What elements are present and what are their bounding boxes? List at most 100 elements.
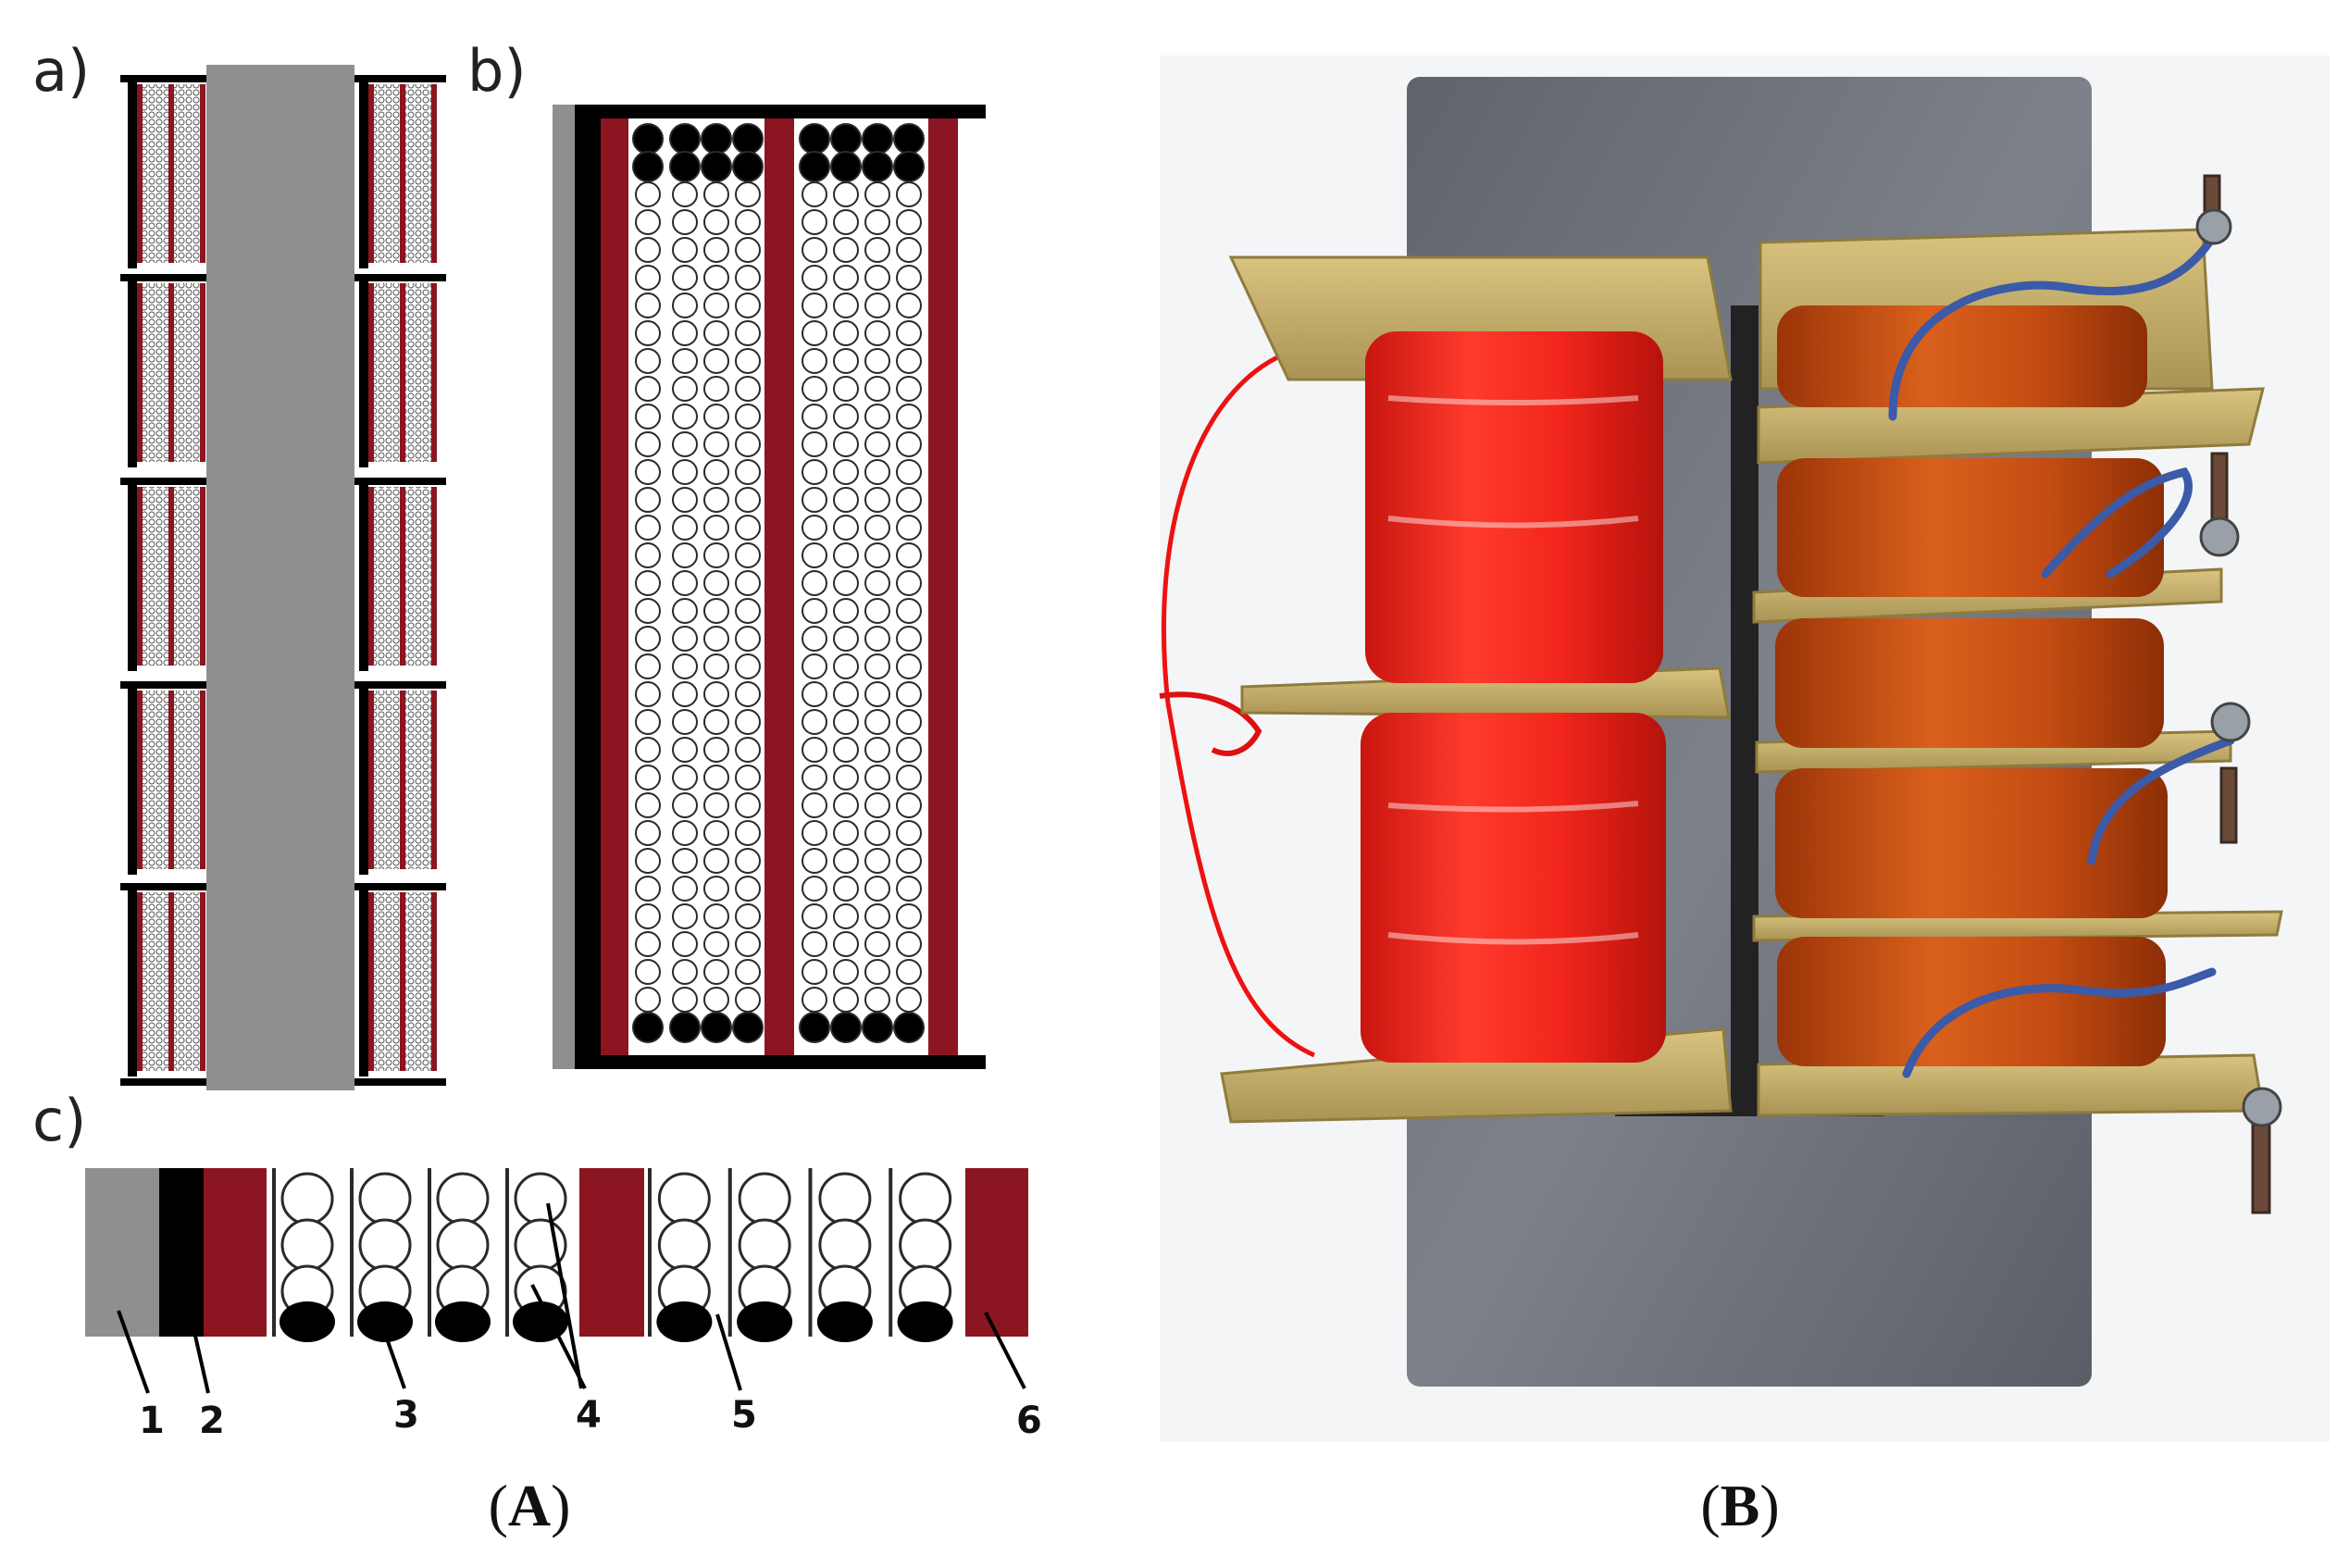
a-winding-layer <box>405 691 431 869</box>
b-conductor <box>635 848 661 874</box>
c-conductor <box>358 1218 412 1272</box>
b-conductor <box>703 431 729 457</box>
b-conductor <box>632 1012 664 1043</box>
c-separator <box>272 1168 276 1337</box>
c-solid-conductor <box>435 1301 491 1342</box>
b-conductor <box>703 598 729 624</box>
a-insulation-strip <box>168 487 174 666</box>
a-insulation-strip <box>200 691 205 869</box>
b-conductor <box>802 320 827 346</box>
c-separator <box>648 1168 652 1337</box>
a-section-flange <box>352 75 446 82</box>
b-conductor <box>864 542 890 568</box>
b-conductor <box>896 681 922 707</box>
a-insulation-strip <box>431 892 437 1071</box>
a-section-flange <box>352 274 446 281</box>
b-conductor <box>735 903 761 929</box>
b-conductor <box>833 959 859 985</box>
red-coil-upper <box>1365 331 1663 683</box>
b-conductor <box>635 431 661 457</box>
b-conductor <box>802 265 827 291</box>
b-conductor <box>896 348 922 374</box>
b-conductor <box>672 959 698 985</box>
blue-lead-2 <box>2041 467 2193 579</box>
b-conductor <box>635 876 661 902</box>
a-winding-layer <box>174 892 200 1071</box>
b-conductor <box>735 765 761 790</box>
b-conductor <box>896 903 922 929</box>
b-conductor <box>802 820 827 846</box>
b-conductor <box>864 320 890 346</box>
b-conductor <box>864 848 890 874</box>
a-winding-layer <box>374 691 400 869</box>
terminal-nut-1 <box>2195 208 2232 245</box>
b-conductor <box>672 709 698 735</box>
b-conductor <box>896 404 922 429</box>
b-conductor <box>799 1012 830 1043</box>
b-conductor <box>672 903 698 929</box>
b-conductor <box>735 598 761 624</box>
c-conductor <box>436 1218 490 1272</box>
a-insulation-strip <box>431 487 437 666</box>
leader-5 <box>715 1313 742 1391</box>
b-conductor <box>635 709 661 735</box>
b-conductor <box>896 737 922 763</box>
b-conductor <box>864 348 890 374</box>
callout-6: 6 <box>1016 1400 1042 1442</box>
a-winding-layer <box>374 283 400 462</box>
b-conductor <box>864 626 890 652</box>
c-solid-conductor <box>816 1301 873 1342</box>
b-conductor <box>703 376 729 402</box>
b-conductor <box>635 987 661 1013</box>
b-conductor <box>896 709 922 735</box>
terminal-bolt-2 <box>2210 452 2229 529</box>
b-conductor <box>864 292 890 318</box>
a-winding-layer <box>374 487 400 666</box>
b-conductor <box>833 542 859 568</box>
b-conductor <box>703 320 729 346</box>
c-conductor <box>657 1172 711 1226</box>
b-conductor <box>672 987 698 1013</box>
a-winding-layer <box>143 84 168 263</box>
b-conductor <box>703 348 729 374</box>
b-conductor <box>635 653 661 679</box>
c-solid-conductor <box>656 1301 713 1342</box>
a-former-strip <box>359 481 368 671</box>
b-conductor <box>635 681 661 707</box>
b-conductor <box>703 515 729 541</box>
b-conductor <box>833 376 859 402</box>
a-winding-layer <box>174 487 200 666</box>
b-conductor <box>635 181 661 207</box>
b-conductor <box>703 237 729 263</box>
b-conductor <box>672 320 698 346</box>
b-conductor <box>735 848 761 874</box>
a-insulation-strip <box>168 892 174 1071</box>
b-conductor <box>896 820 922 846</box>
b-conductor <box>864 181 890 207</box>
b-conductor <box>864 459 890 485</box>
red-coil-lower <box>1361 713 1666 1063</box>
b-conductor <box>833 487 859 513</box>
b-conductor <box>672 237 698 263</box>
b-conductor <box>735 376 761 402</box>
b-conductor <box>672 459 698 485</box>
a-former-strip <box>359 278 368 467</box>
red-lead-wire-2 <box>1159 691 1262 756</box>
b-conductor <box>735 348 761 374</box>
b-conductor <box>735 876 761 902</box>
b-conductor <box>896 292 922 318</box>
a-insulation-strip <box>137 283 143 462</box>
b-conductor <box>802 681 827 707</box>
b-conductor <box>635 376 661 402</box>
a-former-strip <box>128 79 137 268</box>
a-insulation-strip <box>200 487 205 666</box>
b-conductor <box>833 570 859 596</box>
panel-label-c: c) <box>32 1087 86 1154</box>
a-winding-layer <box>374 892 400 1071</box>
a-section-flange <box>120 478 215 485</box>
callout-1: 1 <box>139 1400 165 1442</box>
b-conductor <box>735 320 761 346</box>
b-conductor <box>735 737 761 763</box>
b-conductor <box>701 1012 732 1043</box>
b-conductor <box>672 404 698 429</box>
